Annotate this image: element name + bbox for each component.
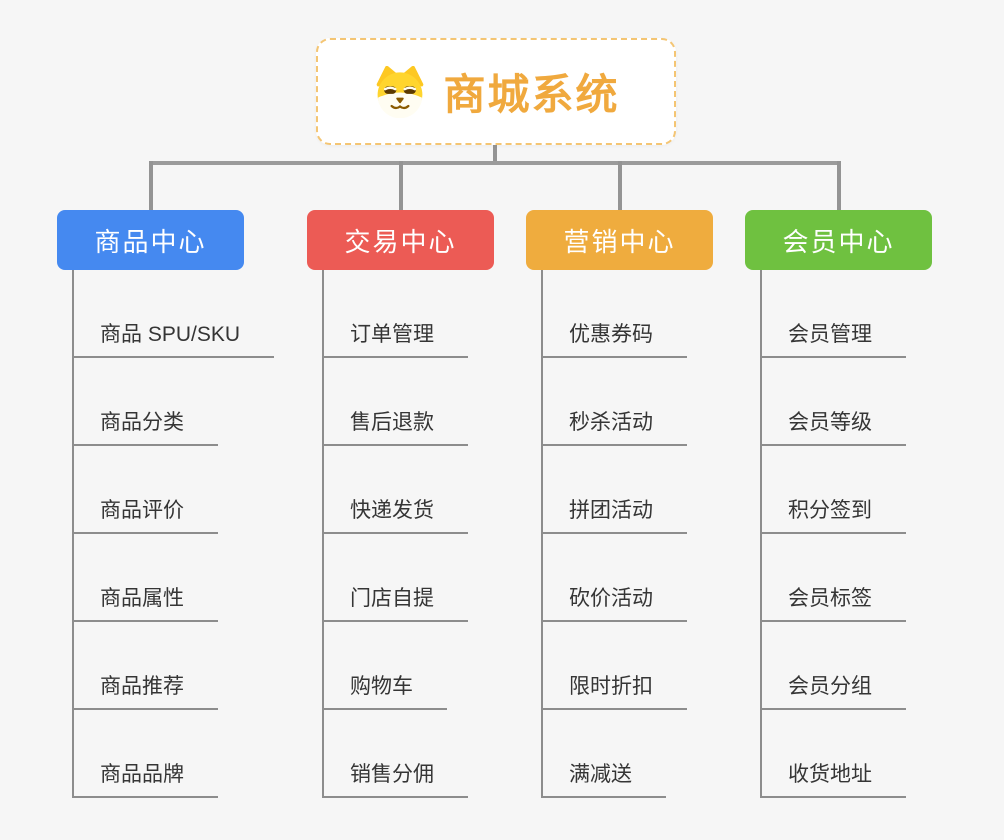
leaf-label: 满减送 bbox=[543, 758, 666, 798]
leaf-label: 快递发货 bbox=[324, 494, 468, 534]
leaf-node[interactable]: 满减送 bbox=[541, 710, 666, 798]
leaf-node[interactable]: 积分签到 bbox=[760, 446, 906, 534]
leaf-node[interactable]: 会员分组 bbox=[760, 622, 906, 710]
connector-bus bbox=[149, 161, 841, 165]
leaf-label: 拼团活动 bbox=[543, 494, 687, 534]
leaf-label: 会员管理 bbox=[762, 318, 906, 358]
leaf-label: 收货地址 bbox=[762, 758, 906, 798]
leaf-node[interactable]: 商品分类 bbox=[72, 358, 218, 446]
shiba-dog-icon bbox=[377, 65, 424, 118]
leaf-label: 商品 SPU/SKU bbox=[74, 318, 275, 358]
leaf-label: 销售分佣 bbox=[324, 758, 468, 798]
leaf-label: 商品属性 bbox=[74, 582, 218, 622]
leaf-label: 会员分组 bbox=[762, 670, 906, 710]
leaf-node[interactable]: 秒杀活动 bbox=[541, 358, 687, 446]
branch-node-marketing-center[interactable]: 营销中心 bbox=[526, 210, 713, 270]
leaf-node[interactable]: 商品评价 bbox=[72, 446, 218, 534]
leaf-node[interactable]: 限时折扣 bbox=[541, 622, 687, 710]
leaf-node[interactable]: 会员管理 bbox=[760, 270, 906, 358]
leaf-node[interactable]: 销售分佣 bbox=[322, 710, 468, 798]
branch-node-product-center[interactable]: 商品中心 bbox=[57, 210, 244, 270]
branch-node-trade-center[interactable]: 交易中心 bbox=[307, 210, 494, 270]
leaf-node[interactable]: 订单管理 bbox=[322, 270, 468, 358]
connector-drop bbox=[149, 161, 153, 210]
leaf-label: 积分签到 bbox=[762, 494, 906, 534]
leaf-node[interactable]: 商品属性 bbox=[72, 534, 218, 622]
leaf-node[interactable]: 商品 SPU/SKU bbox=[72, 270, 275, 358]
leaf-label: 限时折扣 bbox=[543, 670, 687, 710]
root-node[interactable]: 商城系统 bbox=[316, 38, 676, 145]
leaf-label: 门店自提 bbox=[324, 582, 468, 622]
leaf-label: 会员等级 bbox=[762, 406, 906, 446]
connector-drop bbox=[399, 161, 403, 210]
leaf-node[interactable]: 砍价活动 bbox=[541, 534, 687, 622]
root-title: 商城系统 bbox=[443, 71, 620, 118]
leaf-node[interactable]: 优惠券码 bbox=[541, 270, 687, 358]
leaf-node[interactable]: 会员等级 bbox=[760, 358, 906, 446]
leaf-node[interactable]: 商品品牌 bbox=[72, 710, 218, 798]
leaf-node[interactable]: 会员标签 bbox=[760, 534, 906, 622]
leaf-node[interactable]: 快递发货 bbox=[322, 446, 468, 534]
leaf-label: 商品品牌 bbox=[74, 758, 218, 798]
leaf-node[interactable]: 收货地址 bbox=[760, 710, 906, 798]
leaf-label: 商品推荐 bbox=[74, 670, 218, 710]
leaf-label: 商品分类 bbox=[74, 406, 218, 446]
leaf-label: 商品评价 bbox=[74, 494, 218, 534]
branch-children-marketing-center: 优惠券码 秒杀活动 拼团活动 砍价活动 限时折扣 满减送 bbox=[541, 270, 687, 798]
leaf-node[interactable]: 售后退款 bbox=[322, 358, 468, 446]
leaf-label: 砍价活动 bbox=[543, 582, 687, 622]
leaf-node[interactable]: 购物车 bbox=[322, 622, 447, 710]
connector-drop bbox=[837, 161, 841, 210]
branch-children-member-center: 会员管理 会员等级 积分签到 会员标签 会员分组 收货地址 bbox=[760, 270, 906, 798]
branch-children-trade-center: 订单管理 售后退款 快递发货 门店自提 购物车 销售分佣 bbox=[322, 270, 468, 798]
leaf-node[interactable]: 商品推荐 bbox=[72, 622, 218, 710]
leaf-label: 订单管理 bbox=[324, 318, 468, 358]
branch-children-product-center: 商品 SPU/SKU 商品分类 商品评价 商品属性 商品推荐 商品品牌 bbox=[72, 270, 275, 798]
leaf-node[interactable]: 拼团活动 bbox=[541, 446, 687, 534]
leaf-label: 会员标签 bbox=[762, 582, 906, 622]
leaf-label: 售后退款 bbox=[324, 406, 468, 446]
branch-node-member-center[interactable]: 会员中心 bbox=[745, 210, 932, 270]
connector-root-stub bbox=[493, 145, 497, 165]
leaf-label: 优惠券码 bbox=[543, 318, 687, 358]
leaf-label: 购物车 bbox=[324, 670, 447, 710]
connector-drop bbox=[618, 161, 622, 210]
leaf-label: 秒杀活动 bbox=[543, 406, 687, 446]
leaf-node[interactable]: 门店自提 bbox=[322, 534, 468, 622]
